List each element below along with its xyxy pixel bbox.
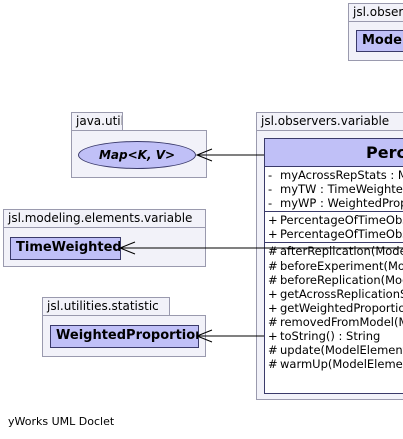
package-tab-modeling-variable: jsl.modeling.elements.variable [3,209,206,228]
class-timeweighted[interactable]: TimeWeighted [10,237,121,260]
constructors-section: +PercentageOfTimeObserver(TimeWeighted) … [265,212,403,244]
method-row: #beforeReplication(ModelElement, Object) [268,272,403,287]
package-tab-observers-variable: jsl.observers.variable [256,112,403,131]
method-row: #beforeExperiment(ModelElement, Object) [268,258,403,273]
package-tab-jsl-observers: jsl.observers [348,3,403,22]
package-java-util: Map<K, V> [71,130,207,178]
method-row: +toString() : String [268,329,381,344]
class-weightedproportion[interactable]: WeightedProportion [50,325,199,348]
method-row: #afterReplication(ModelElement, Object) [268,244,403,259]
package-jsl-observers: ModelE [348,21,403,61]
package-modeling-variable: TimeWeighted [3,227,206,267]
methods-section: #afterReplication(ModelElement, Object) … [265,243,403,372]
attribute-row: -myTW : TimeWeighted [268,182,403,197]
arrow-to-map [195,148,264,162]
interface-map[interactable]: Map<K, V> [78,141,196,169]
method-row: #removedFromModel(ModelElement, Object) [268,314,403,329]
attribute-row: -myWP : WeightedProportion [268,196,403,211]
attribute-row: -myAcrossRepStats : Map<ModelElement, We… [268,168,403,182]
method-row: +getWeightedProportion() [268,300,403,315]
package-tab-utilities-statistic: jsl.utilities.statistic [42,297,170,316]
class-title: PercentageOfTimeObserver [265,139,403,167]
attributes-section: -myAcrossRepStats : Map<ModelElement, We… [265,167,403,213]
class-modelelementobserver[interactable]: ModelE [356,30,403,52]
constructor-row: +PercentageOfTimeObserver(TimeWeighted, … [268,227,403,242]
method-row: +getAcrossReplicationStatistics() [268,286,403,301]
footer-text: yWorks UML Doclet [8,415,115,428]
class-percentageoftimeobserver[interactable]: PercentageOfTimeObserver -myAcrossRepSta… [264,138,403,394]
method-row: #warmUp(ModelElement, Object) [268,357,403,372]
method-row: #update(ModelElement, Object) [268,343,403,358]
package-utilities-statistic: WeightedProportion [42,315,206,357]
arrow-to-weightedproportion [195,329,264,343]
constructor-row: +PercentageOfTimeObserver(TimeWeighted) [268,213,403,228]
package-tab-java-util: java.util [71,112,123,131]
